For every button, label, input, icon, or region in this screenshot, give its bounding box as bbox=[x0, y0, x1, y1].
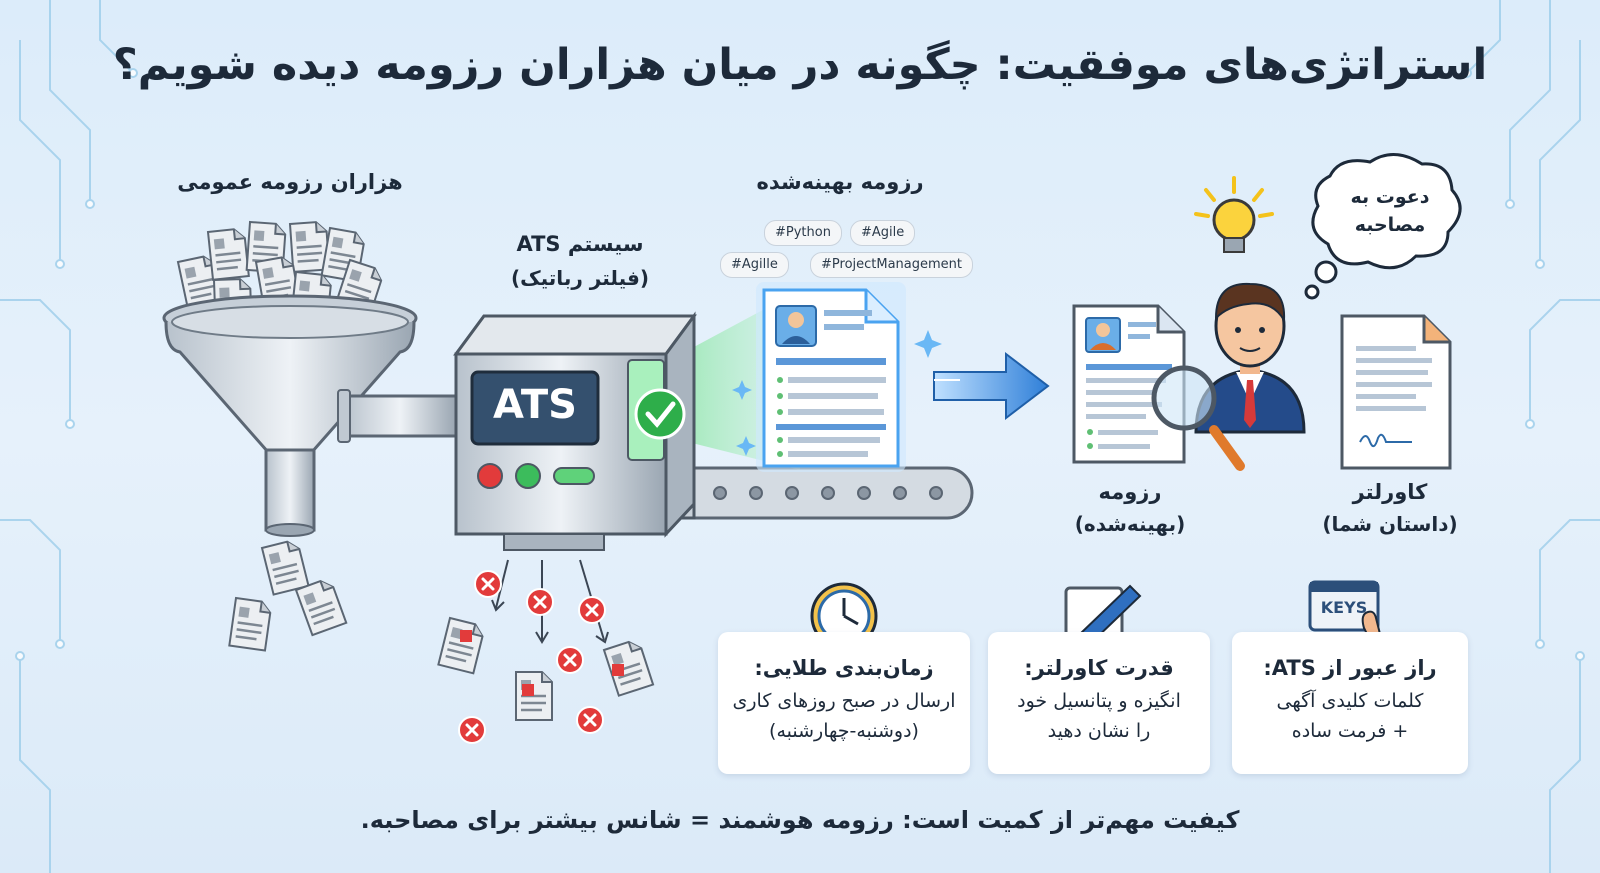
funnel-label: هزاران رزومه عمومی bbox=[177, 170, 403, 194]
keys-label: KEYS bbox=[1320, 598, 1368, 617]
optimized-resume bbox=[756, 282, 906, 472]
magnifier-icon bbox=[1151, 365, 1245, 471]
rejected-resumes bbox=[437, 559, 655, 745]
tip-card-title: قدرت کاورلتر: bbox=[1024, 656, 1174, 680]
flow-arrow bbox=[933, 351, 1050, 421]
keyword-tag: #ProjectManagement bbox=[810, 252, 974, 278]
tip-card-timing: زمان‌بندی طلایی: ارسال در صبح روزهای کار… bbox=[718, 632, 970, 774]
cover-letter-document bbox=[1340, 314, 1452, 470]
tip-card-cover-letter: قدرت کاورلتر: انگیزه و پتانسیل خود را نش… bbox=[988, 632, 1210, 774]
falling-resumes bbox=[228, 538, 348, 652]
ats-label-line2: (فیلتر رباتیک) bbox=[511, 266, 649, 290]
tip-card-text: را نشان دهید bbox=[1047, 720, 1151, 742]
keyword-tag: #Python bbox=[764, 220, 842, 246]
ats-machine bbox=[453, 311, 697, 551]
keyword-tag: #Agile bbox=[850, 220, 916, 246]
tip-card-text: ارسال در صبح روزهای کاری bbox=[732, 690, 956, 712]
thought-bubble bbox=[1304, 153, 1462, 300]
tip-card-ats: راز عبور از ATS: کلمات کلیدی آگهی + فرمت… bbox=[1232, 632, 1468, 774]
keyword-tag: #Agille bbox=[720, 252, 789, 278]
tip-card-title: راز عبور از ATS: bbox=[1263, 656, 1437, 680]
tip-card-text: + فرمت ساده bbox=[1291, 720, 1409, 742]
footer-caption: کیفیت مهم‌تر از کمیت است: رزومه هوشمند =… bbox=[360, 806, 1240, 834]
page-title: استراتژی‌های موفقیت: چگونه در میان هزارا… bbox=[112, 40, 1488, 90]
tip-card-text: انگیزه و پتانسیل خود bbox=[1017, 690, 1181, 712]
bubble-text-line1: دعوت به bbox=[1350, 186, 1430, 208]
funnel bbox=[162, 294, 418, 537]
lightbulb-icon bbox=[1194, 176, 1274, 253]
sparkle-icons bbox=[732, 330, 942, 456]
cover-label-line2: (داستان شما) bbox=[1322, 512, 1458, 536]
bubble-text-line2: مصاحبه bbox=[1354, 214, 1426, 236]
resume-label-line2: (بهینه‌شده) bbox=[1074, 512, 1186, 536]
cover-label-line1: کاورلتر bbox=[1352, 480, 1428, 504]
tip-card-title: زمان‌بندی طلایی: bbox=[754, 656, 934, 680]
tip-card-text: (دوشنبه-چهارشنبه) bbox=[769, 720, 919, 742]
optimized-resume-label: رزومه بهینه‌شده bbox=[756, 170, 924, 194]
ats-screen-text: ATS bbox=[493, 382, 577, 428]
ats-label-line1: سیستم ATS bbox=[516, 232, 644, 256]
connector-pipe bbox=[342, 394, 458, 438]
resume-label-line1: رزومه bbox=[1098, 480, 1162, 504]
circuit-decoration-right bbox=[1462, 0, 1600, 873]
tip-card-text: کلمات کلیدی آگهی bbox=[1276, 690, 1424, 712]
circuit-decoration-left bbox=[0, 0, 138, 873]
